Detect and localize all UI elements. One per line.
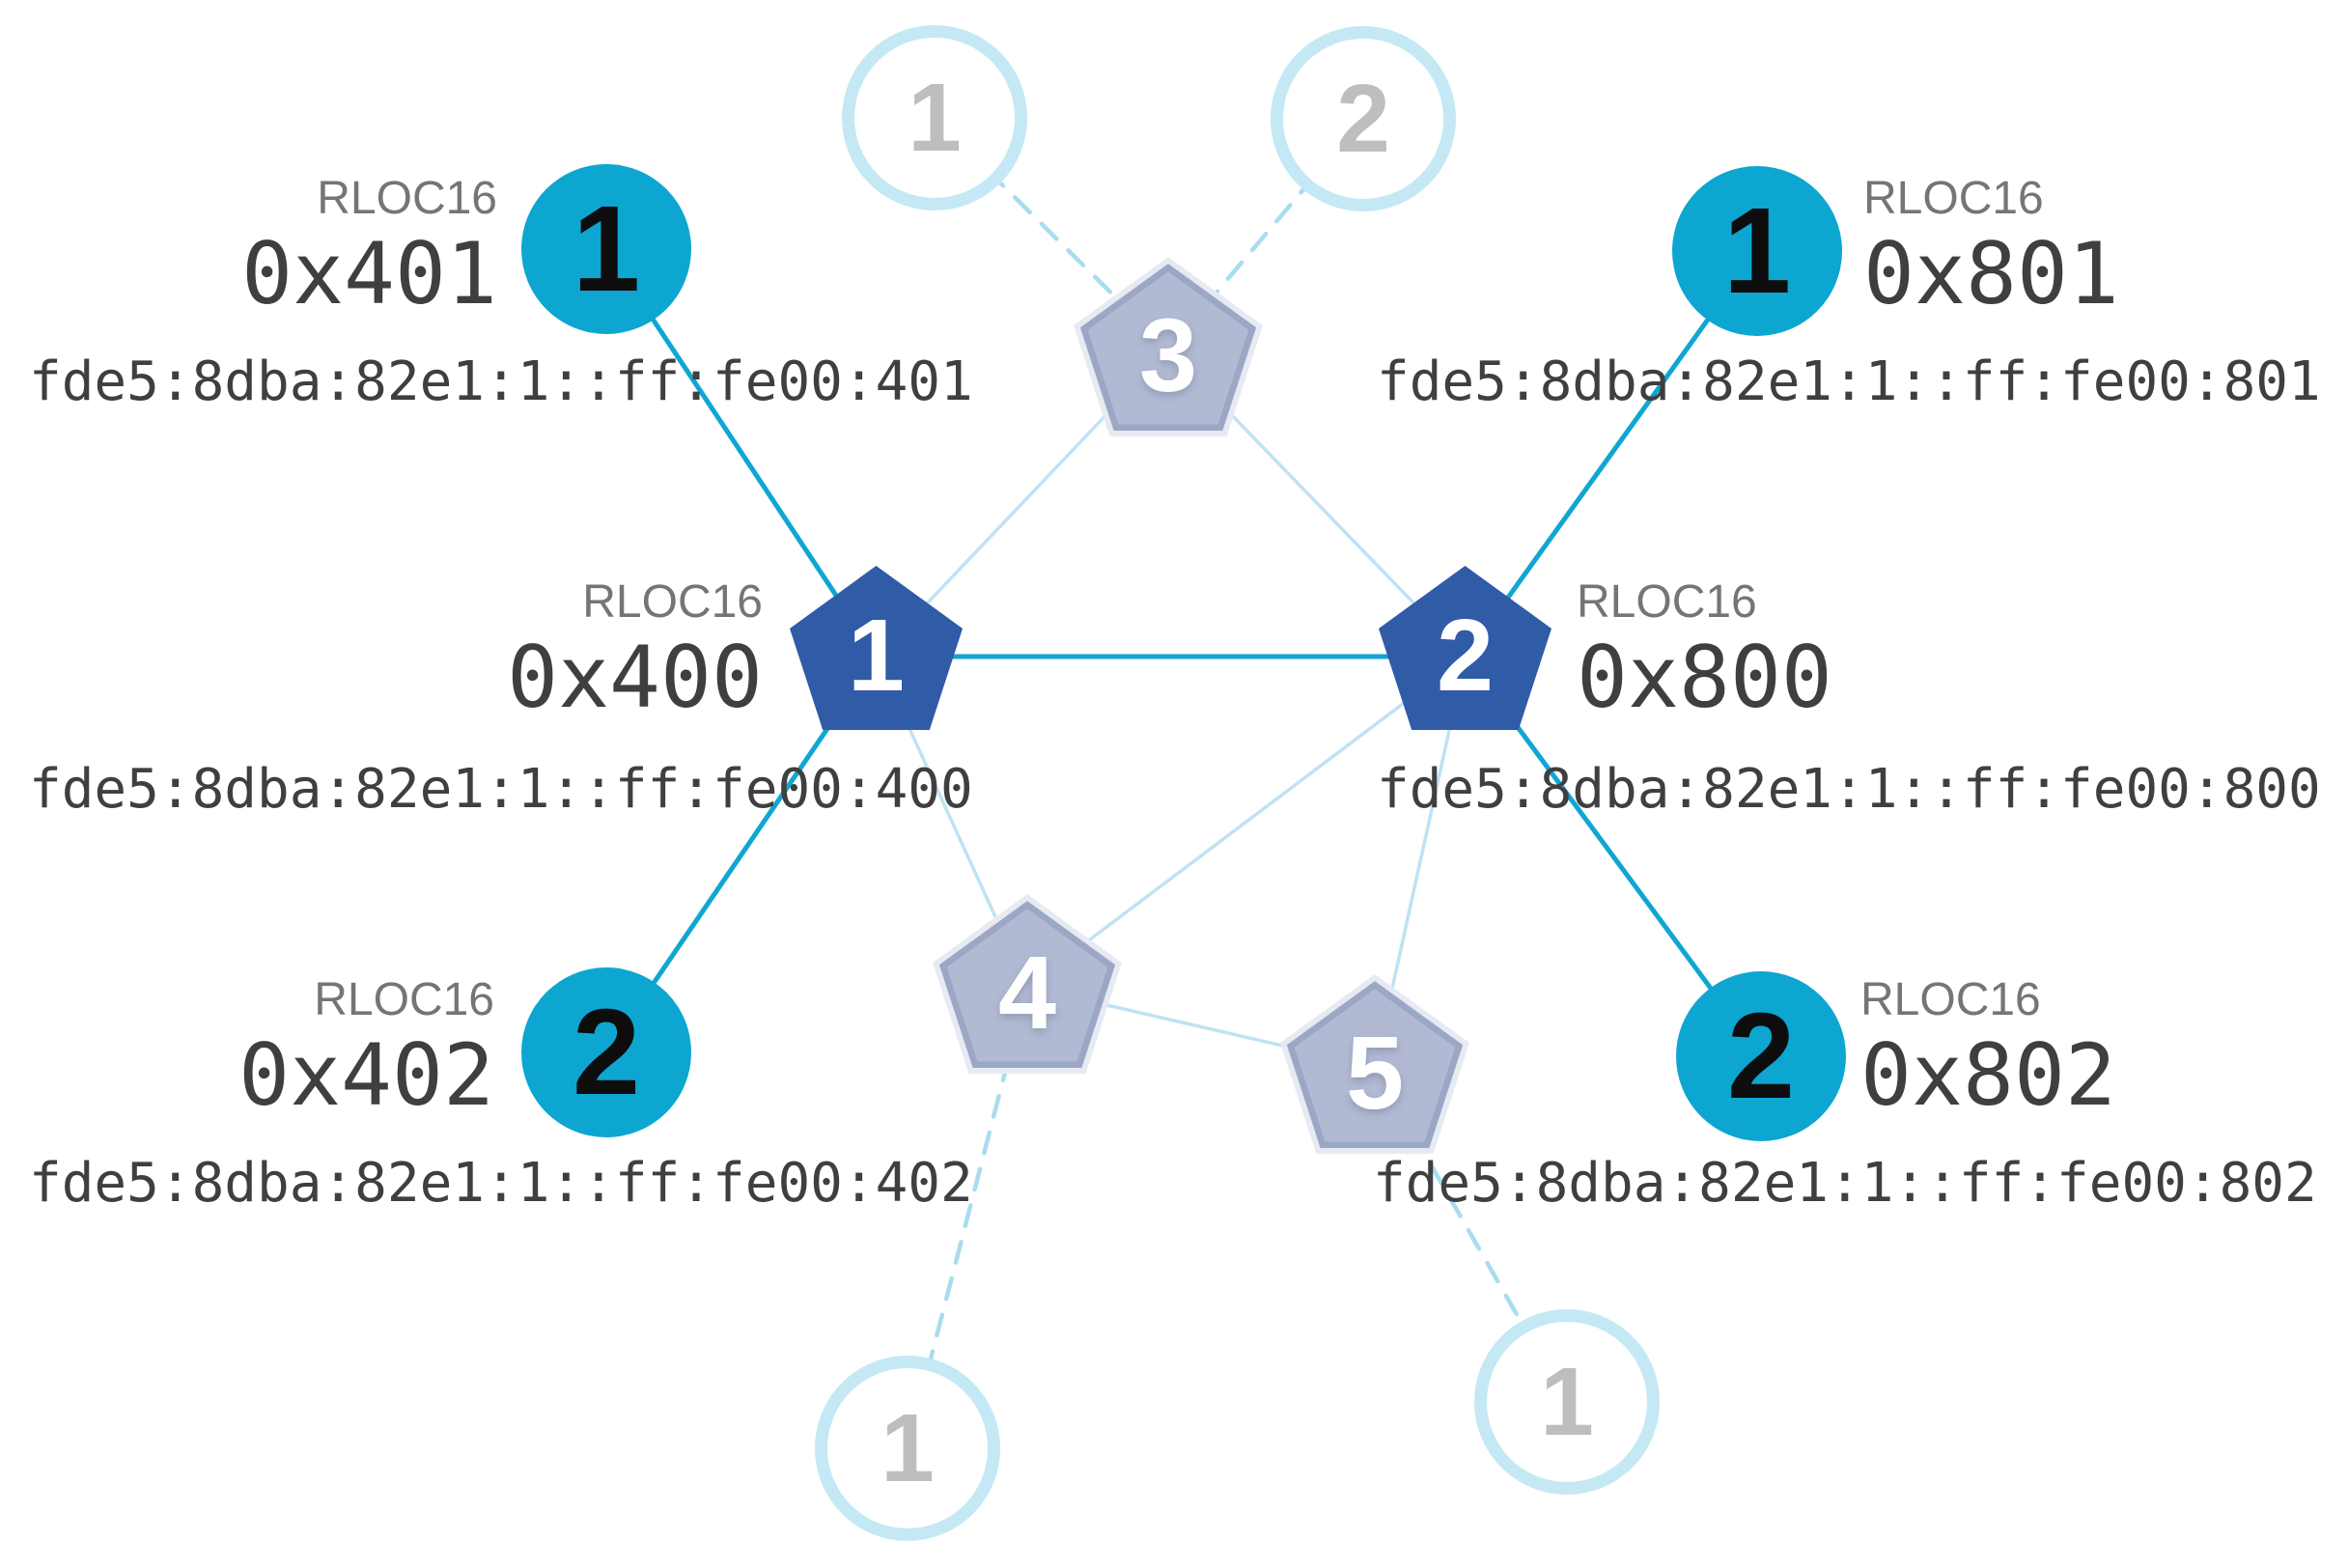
rloc16-value: 0x801 xyxy=(1863,224,2119,323)
rloc16-label: RLOC16 xyxy=(1863,173,2044,224)
router-number: 3 xyxy=(1138,296,1198,413)
rloc16-value: 0x800 xyxy=(1577,628,1832,727)
end-device-number: 2 xyxy=(1336,65,1390,173)
end-device-node-801: 1 xyxy=(1672,166,1842,336)
ipv6-address-402: fde5:8dba:82e1:1::ff:fe00:402 xyxy=(29,1152,973,1215)
rloc16-value: 0x401 xyxy=(241,224,497,323)
faded-end-device-node-4: 1 xyxy=(1474,1309,1660,1495)
faded-router-node-3: 3 xyxy=(1074,257,1263,436)
label-group-router-2: RLOC16 0x800 xyxy=(1577,579,1832,720)
rloc16-label: RLOC16 xyxy=(1860,974,2041,1025)
rloc16-label: RLOC16 xyxy=(582,576,763,628)
ipv6-address-400: fde5:8dba:82e1:1::ff:fe00:400 xyxy=(29,758,973,821)
label-group-enddevice-402: RLOC16 0x402 xyxy=(108,977,494,1118)
end-device-number: 2 xyxy=(572,984,641,1120)
end-device-node-802: 2 xyxy=(1676,971,1846,1141)
rloc16-label: RLOC16 xyxy=(314,974,494,1025)
rloc16-value: 0x400 xyxy=(507,628,763,727)
end-device-number: 1 xyxy=(1540,1348,1594,1456)
router-number: 2 xyxy=(1437,599,1494,713)
end-device-node-401: 1 xyxy=(521,164,691,334)
rloc16-label: RLOC16 xyxy=(1577,576,1757,628)
faded-router-node-5: 5 xyxy=(1280,974,1469,1154)
end-device-node-402: 2 xyxy=(521,967,691,1137)
faded-end-device-node-2: 2 xyxy=(1271,26,1456,211)
faded-router-node-4: 4 xyxy=(933,894,1122,1074)
label-group-enddevice-801: RLOC16 0x801 xyxy=(1863,176,2119,317)
end-device-number: 1 xyxy=(1722,182,1792,319)
link-router2-router4 xyxy=(1025,655,1468,989)
end-device-number: 1 xyxy=(572,181,641,317)
ipv6-address-401: fde5:8dba:82e1:1::ff:fe00:401 xyxy=(29,350,973,413)
faded-end-device-node-1: 1 xyxy=(842,25,1027,210)
router-number: 1 xyxy=(848,599,905,713)
end-device-number: 1 xyxy=(880,1394,935,1502)
rloc16-label: RLOC16 xyxy=(317,173,497,224)
label-group-router-1: RLOC16 0x400 xyxy=(377,579,763,720)
faded-end-device-node-3: 1 xyxy=(815,1356,1000,1541)
router-number: 4 xyxy=(997,934,1057,1050)
end-device-number: 1 xyxy=(908,64,962,172)
ipv6-address-802: fde5:8dba:82e1:1::ff:fe00:802 xyxy=(1373,1152,2317,1215)
rloc16-value: 0x802 xyxy=(1860,1025,2116,1125)
ipv6-address-801: fde5:8dba:82e1:1::ff:fe00:801 xyxy=(1377,350,2321,413)
router-number: 5 xyxy=(1345,1014,1405,1131)
end-device-number: 2 xyxy=(1726,988,1796,1124)
ipv6-address-800: fde5:8dba:82e1:1::ff:fe00:800 xyxy=(1377,758,2321,821)
label-group-enddevice-802: RLOC16 0x802 xyxy=(1860,977,2116,1118)
rloc16-value: 0x402 xyxy=(238,1025,494,1125)
label-group-enddevice-401: RLOC16 0x401 xyxy=(111,176,497,317)
